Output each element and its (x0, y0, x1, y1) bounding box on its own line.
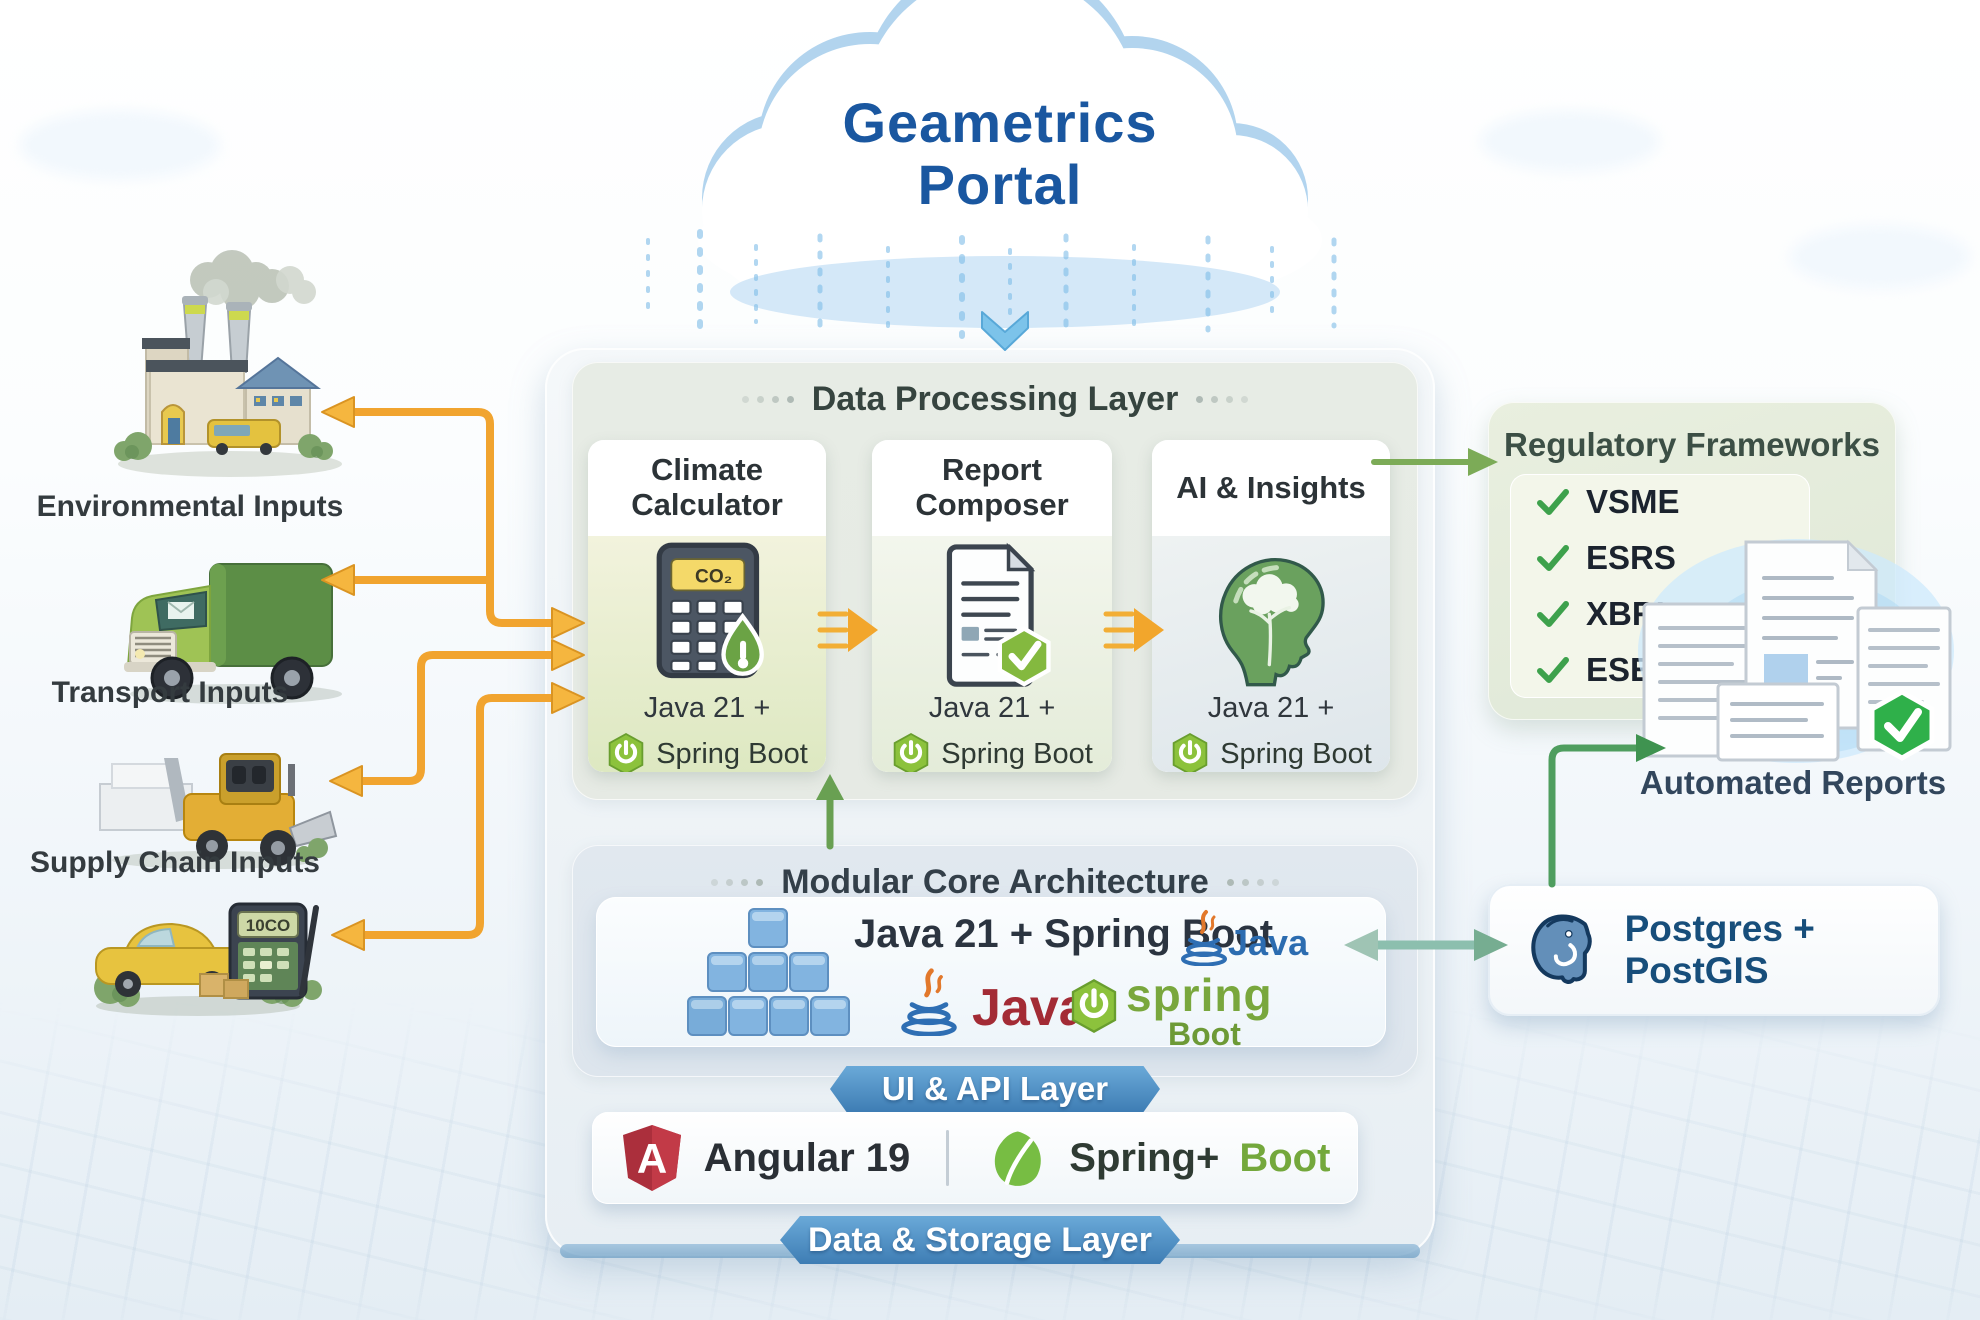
modular-core-header-label: Modular Core Architecture (781, 863, 1209, 901)
postgresql-elephant-icon (1531, 914, 1592, 984)
card-climate-title: Climate Calculator (631, 452, 783, 522)
postgres-panel: Postgres + PostGIS (1488, 884, 1940, 1016)
dots-right (1192, 396, 1252, 403)
card-climate-body: CO₂ Java 21 + Spring Boot (588, 536, 826, 772)
check-icon (1537, 545, 1569, 571)
check-icon (1537, 601, 1569, 627)
spring-boot-icon (1172, 732, 1208, 772)
supply-chain-inputs-label: Supply Chain Inputs (30, 846, 320, 879)
data-storage-layer-label: Data & Storage Layer (808, 1220, 1152, 1259)
card-report-title: Report Composer (915, 452, 1069, 522)
card-climate-calculator: Climate Calculator CO₂ Java 21 + (588, 440, 826, 772)
check-icon (1537, 489, 1569, 515)
regulatory-item-esrs: ESRS (1536, 539, 1810, 577)
building-blocks-icon (687, 908, 850, 1036)
boot-green-label: Boot (1239, 1135, 1331, 1180)
spring-boot-wordmark: spring Boot (1126, 972, 1273, 1050)
automated-reports-label: Automated Reports (1639, 764, 1947, 801)
spring-boot-icon (1071, 978, 1117, 1034)
card-report-body: Java 21 + Spring Boot (872, 536, 1112, 772)
card-climate-framework-row: Spring Boot (588, 732, 826, 772)
ai-head-icon (1219, 558, 1325, 687)
java-icon-large (901, 968, 957, 1036)
report-document-icon (946, 542, 1051, 687)
java-label-small: Java (1228, 922, 1309, 963)
postgres-label: Postgres + PostGIS (1624, 908, 1815, 991)
cloud-illustration (698, 0, 1322, 328)
ui-api-bar: A Angular 19 Spring+ Boot (592, 1112, 1358, 1204)
side-cloud-far-right (1790, 225, 1970, 289)
fleet-meter-illustration: 10CO (94, 902, 322, 1016)
automated-reports-illustration (1638, 539, 1954, 763)
dots-left (738, 396, 798, 403)
card-report-runtime: Java 21 + (928, 692, 1056, 724)
environmental-inputs-label: Environmental Inputs (36, 490, 344, 523)
spring-boot-icon (893, 732, 929, 772)
spring-plus-label: Spring+ (1069, 1135, 1220, 1180)
card-report-framework-row: Spring Boot (872, 732, 1112, 772)
side-cloud-right (1480, 110, 1660, 172)
card-ai-framework-row: Spring Boot (1152, 732, 1390, 772)
ui-api-layer-badge: UI & API Layer (830, 1066, 1160, 1112)
page-title: Geametrics Portal (760, 92, 1240, 215)
card-climate-runtime: Java 21 + (643, 692, 771, 724)
java-icon (1181, 910, 1227, 966)
card-report-framework-label: Spring Boot (941, 737, 1093, 770)
regulatory-title: Regulatory Frameworks (1504, 426, 1880, 463)
angular-letter: A (636, 1135, 666, 1182)
side-cloud-left (20, 110, 220, 180)
spring-label: spring (1126, 969, 1273, 1021)
factory-illustration (114, 250, 342, 477)
supply-chain-loader-illustration (99, 753, 338, 869)
card-ai-body: Java 21 + Spring Boot (1152, 536, 1390, 772)
dots-right (1223, 879, 1283, 886)
divider (946, 1130, 950, 1186)
boot-label: Boot (1168, 1016, 1241, 1052)
card-climate-framework-label: Spring Boot (656, 737, 808, 770)
transport-truck-illustration (124, 563, 342, 704)
angular-label: Angular 19 (703, 1135, 911, 1180)
regulatory-item-label: ESRS (1586, 539, 1676, 576)
card-report-composer: Report Composer Java 21 + (872, 440, 1112, 772)
card-ai-runtime: Java 21 + (1207, 692, 1335, 724)
data-processing-header-label: Data Processing Layer (811, 380, 1179, 418)
card-ai-title: AI & Insights (1176, 469, 1366, 505)
title-line-2: Portal (917, 152, 1083, 216)
data-processing-header: Data Processing Layer (572, 362, 1418, 419)
card-ai-insights: AI & Insights Java 21 + (1152, 440, 1390, 772)
regulatory-item-vsme: VSME (1536, 483, 1810, 521)
check-icon (1537, 657, 1569, 683)
title-line-1: Geametrics (842, 91, 1158, 154)
reports-check-icon (1869, 689, 1935, 761)
java-label-large: Java (972, 979, 1088, 1037)
co2-calculator-icon: CO₂ (656, 542, 764, 679)
data-storage-layer-badge: Data & Storage Layer (780, 1216, 1180, 1264)
regulatory-item-label: VSME (1586, 483, 1680, 520)
angular-logo-icon: A (622, 1125, 681, 1191)
dots-left (707, 879, 767, 886)
input-arrows (348, 408, 556, 939)
check-hexagon-icon (997, 626, 1051, 687)
modular-core-header: Modular Core Architecture (572, 845, 1418, 902)
spring-boot-icon (608, 732, 644, 772)
meter-display-text: 10CO (246, 916, 290, 935)
co2-display-text: CO₂ (695, 567, 732, 588)
card-ai-framework-label: Spring Boot (1220, 737, 1372, 770)
transport-inputs-label: Transport Inputs (51, 676, 289, 709)
ui-api-layer-label: UI & API Layer (881, 1070, 1109, 1107)
spring-leaf-icon (995, 1131, 1042, 1186)
